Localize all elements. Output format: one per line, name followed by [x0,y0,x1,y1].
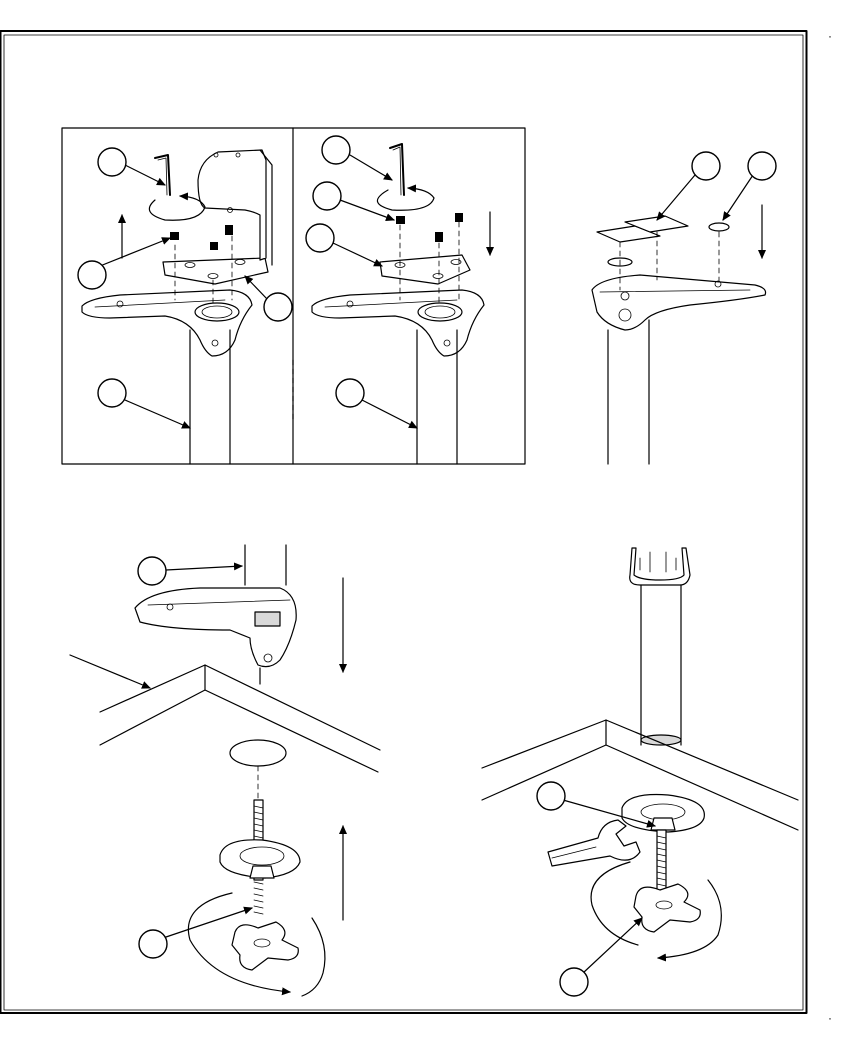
svg-text:·: · [828,29,832,43]
callout-circle-icon [560,918,642,996]
rotate-arrow-icon [377,188,434,210]
mounting-hole [230,740,286,766]
panel-4-base-onto-surface [70,545,380,996]
callout-circle-icon [138,557,242,585]
threaded-rod [657,830,666,890]
callout-circle-icon [657,152,720,220]
callout-circle-icon [723,152,776,220]
panel-2-plate-removal [306,136,490,464]
base-casting [312,290,484,356]
panel-3-label-install [592,152,776,464]
hex-key-icon [390,144,404,195]
clamp-plate [220,840,300,878]
clamp-plate [622,795,704,832]
base-casting [82,290,252,356]
rotate-arrow-icon [591,862,638,945]
pole [608,320,649,464]
hex-key-icon [155,155,170,195]
callout-circle-icon [336,379,417,428]
corner-mark: · [828,1011,832,1025]
callout-circle-icon [98,148,165,185]
label-sticker [597,216,729,266]
base-casting [135,588,296,667]
rotate-arrow-icon [149,196,205,220]
star-knob [232,922,298,970]
callout-circle-icon [78,238,170,289]
screw [396,213,463,242]
callout-circle-icon [98,379,190,428]
panel-5-clamp-tightening [482,548,798,996]
pole [630,548,690,745]
callout-circle-icon [313,182,394,220]
callout-circle-icon [245,276,292,321]
base-casting [592,275,766,330]
callout-leader [70,655,150,688]
callout-circle-icon [306,224,382,266]
screw [170,225,233,250]
mount-plate [380,255,470,284]
callout-circle-icon [322,136,392,180]
mount-plate [163,258,268,284]
star-knob [634,884,700,932]
panel-1-bracket-removal [78,148,293,464]
rotate-arrow-icon [302,918,325,996]
mount-bracket [198,150,272,265]
wrench-icon [548,820,640,866]
